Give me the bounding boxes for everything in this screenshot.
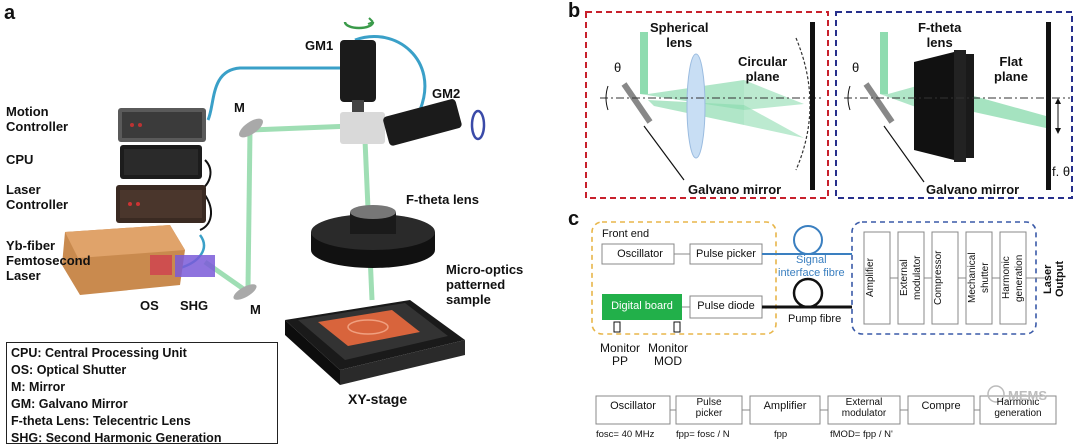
label-cpu: CPU [6, 152, 34, 167]
cable [354, 35, 427, 111]
chain-sub-oscillator: fosc= 40 MHz [596, 429, 655, 440]
label-signal-fibre: Signal interface fibre [778, 254, 845, 279]
chain-pulse-picker: Pulse picker [695, 397, 723, 419]
label-laser-controller: Laser Controller [6, 182, 69, 212]
label-optical-shutter: OS [140, 298, 159, 313]
optical-shutter [150, 255, 172, 275]
label-theta-right: θ [852, 60, 860, 75]
label-monitor-pp: Monitor PP [600, 341, 641, 368]
legend-line: CPU: Central Processing Unit [11, 346, 187, 360]
femtosecond-laser [62, 225, 185, 295]
motion-controller [118, 108, 206, 142]
cable [206, 66, 345, 121]
mirror-bottom [233, 284, 257, 300]
label-f-theta-lens-b: F-theta lens [918, 20, 962, 50]
scanner-head [340, 112, 385, 144]
chain-sub-amplifier: fpp [774, 429, 788, 440]
label-pump-fibre: Pump fibre [788, 313, 842, 325]
label-mirror-top: M [234, 100, 245, 115]
label-motion-controller: Motion Controller [6, 104, 69, 134]
panel-b-illustration [585, 11, 1073, 199]
panel-c-letter: c [568, 208, 580, 230]
module-compressor: Compressor [933, 250, 944, 306]
label-gm1: GM1 [305, 38, 334, 53]
label-circular-plane: Circular plane [738, 54, 788, 84]
label-galvano-mirror-left: Galvano mirror [688, 182, 782, 197]
legend-line: F-theta Lens: Telecentric Lens [11, 414, 191, 428]
module-mechanical-shutter: Mechanical shutter [967, 252, 991, 304]
panel-a-illustration [62, 17, 486, 385]
galvano-mirror-2 [383, 99, 486, 146]
module-harmonic-generation: Harmonic generation [1001, 254, 1025, 302]
watermark-text: MEMS [1008, 388, 1047, 403]
module-amplifier: Amplifier [865, 258, 876, 298]
legend-line: GM: Galvano Mirror [11, 397, 128, 411]
label-f-theta-value: f. θ [1052, 164, 1071, 179]
box-pulse-picker: Pulse picker [696, 248, 756, 260]
chain-external-modulator: External modulator [841, 397, 887, 419]
label-shg: SHG [180, 298, 209, 313]
xy-stage [285, 300, 465, 385]
box-oscillator: Oscillator [617, 248, 663, 260]
label-laser-output: Laser Output [1042, 260, 1066, 298]
chain-oscillator: Oscillator [610, 400, 656, 412]
chain-sub-external-modulator: fMOD= fpp / N' [830, 429, 893, 440]
legend-line: SHG: Second Harmonic Generation [11, 431, 222, 445]
box-pulse-diode: Pulse diode [697, 300, 755, 312]
shg-crystal [175, 255, 215, 277]
galvano-mirror-1 [340, 17, 376, 120]
label-front-end: Front end [602, 228, 650, 240]
legend-line: OS: Optical Shutter [11, 363, 127, 377]
beam-path [203, 123, 375, 301]
cable [199, 194, 212, 231]
chain-harmonic-generation: Harmonic generation [994, 397, 1042, 419]
panel-c-diagram [591, 221, 1057, 425]
label-spherical-lens: Spherical lens [650, 20, 709, 50]
label-galvano-mirror-right: Galvano mirror [926, 182, 1020, 197]
chain-amplifier: Amplifier [763, 400, 807, 412]
panel-b-letter: b [568, 0, 581, 22]
label-monitor-mod: Monitor MOD [648, 341, 689, 368]
label-xy-stage: XY-stage [348, 391, 408, 407]
label-flat-plane: Flat plane [994, 54, 1028, 84]
cpu-box [120, 145, 202, 179]
label-f-theta-lens: F-theta lens [406, 192, 479, 207]
legend-line: M: Mirror [11, 380, 66, 394]
label-laser: Yb-fiber Femtosecond Laser [6, 238, 91, 283]
label-gm2: GM2 [432, 86, 461, 101]
mirror-top [239, 118, 263, 138]
label-theta-left: θ [614, 60, 622, 75]
panel-a-letter: a [4, 2, 16, 24]
label-mirror-bottom: M [250, 302, 261, 317]
laser-controller [116, 185, 206, 223]
chain-compressor: Compre [921, 400, 961, 412]
abbreviation-legend: CPU: Central Processing Unit OS: Optical… [6, 342, 278, 445]
module-external-modulator: External modulator [899, 255, 923, 301]
chain-sub-pulse-picker: fpp= fosc / N [676, 429, 730, 440]
f-theta-lens [311, 205, 435, 268]
box-digital-board: Digital board [611, 300, 673, 312]
label-sample: Micro-optics patterned sample [446, 262, 524, 307]
